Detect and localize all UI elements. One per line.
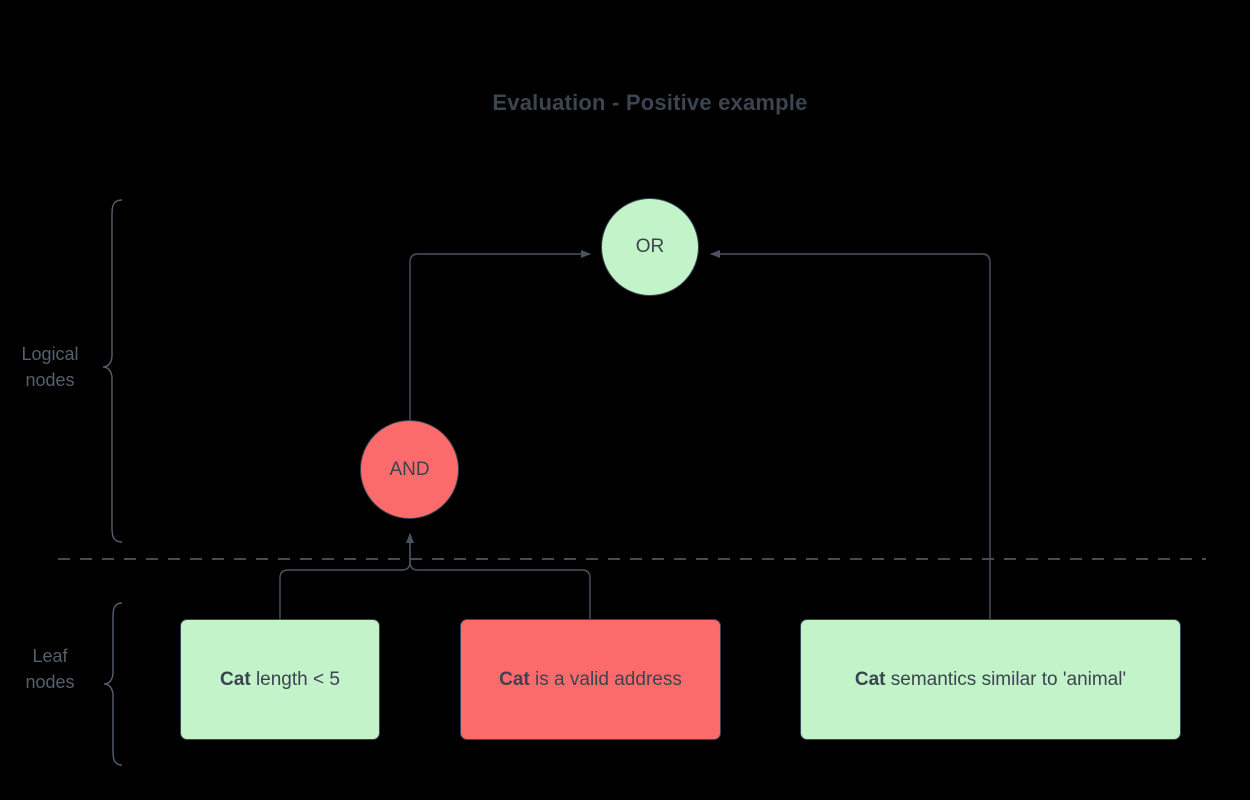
leaf-node-3-predicate: semantics similar to 'animal' — [885, 668, 1127, 690]
leaf-node-1-predicate: length < 5 — [250, 668, 340, 690]
leaf-node-3-subject: Cat — [854, 668, 886, 690]
leaf-node-3-text: Cat semantics similar to 'animal' — [855, 669, 1126, 691]
leaf-node-2-text: Cat is a valid address — [499, 669, 682, 691]
leaf-node-2[interactable]: Cat is a valid address — [460, 619, 721, 740]
edge-leaf3-to-or — [710, 250, 991, 619]
leaf-node-3[interactable]: Cat semantics similar to 'animal' — [800, 619, 1181, 740]
brace-leaf-nodes — [103, 602, 123, 766]
logical-node-and-label: AND — [389, 458, 430, 480]
leaf-node-1-subject: Cat — [220, 668, 251, 690]
logical-node-or-label: OR — [635, 236, 665, 257]
edge-leaf2-to-and — [409, 534, 591, 619]
leaf-node-2-predicate: is a valid address — [529, 668, 682, 690]
brace-logical-nodes — [102, 199, 123, 543]
page-title: Evaluation - Positive example — [492, 90, 808, 115]
logical-node-or[interactable]: OR — [601, 198, 699, 296]
group-label-logical-nodes: Logical nodes — [21, 344, 79, 390]
edge-and-to-or — [409, 250, 591, 420]
group-label-leaf-nodes: Leaf nodes — [25, 646, 75, 692]
logical-node-and[interactable]: AND — [360, 420, 459, 519]
leaf-node-2-subject: Cat — [499, 668, 530, 690]
leaf-node-1-text: Cat length < 5 — [220, 669, 340, 691]
leaf-node-1[interactable]: Cat length < 5 — [180, 619, 380, 740]
edge-leaf1-to-and — [279, 533, 414, 619]
